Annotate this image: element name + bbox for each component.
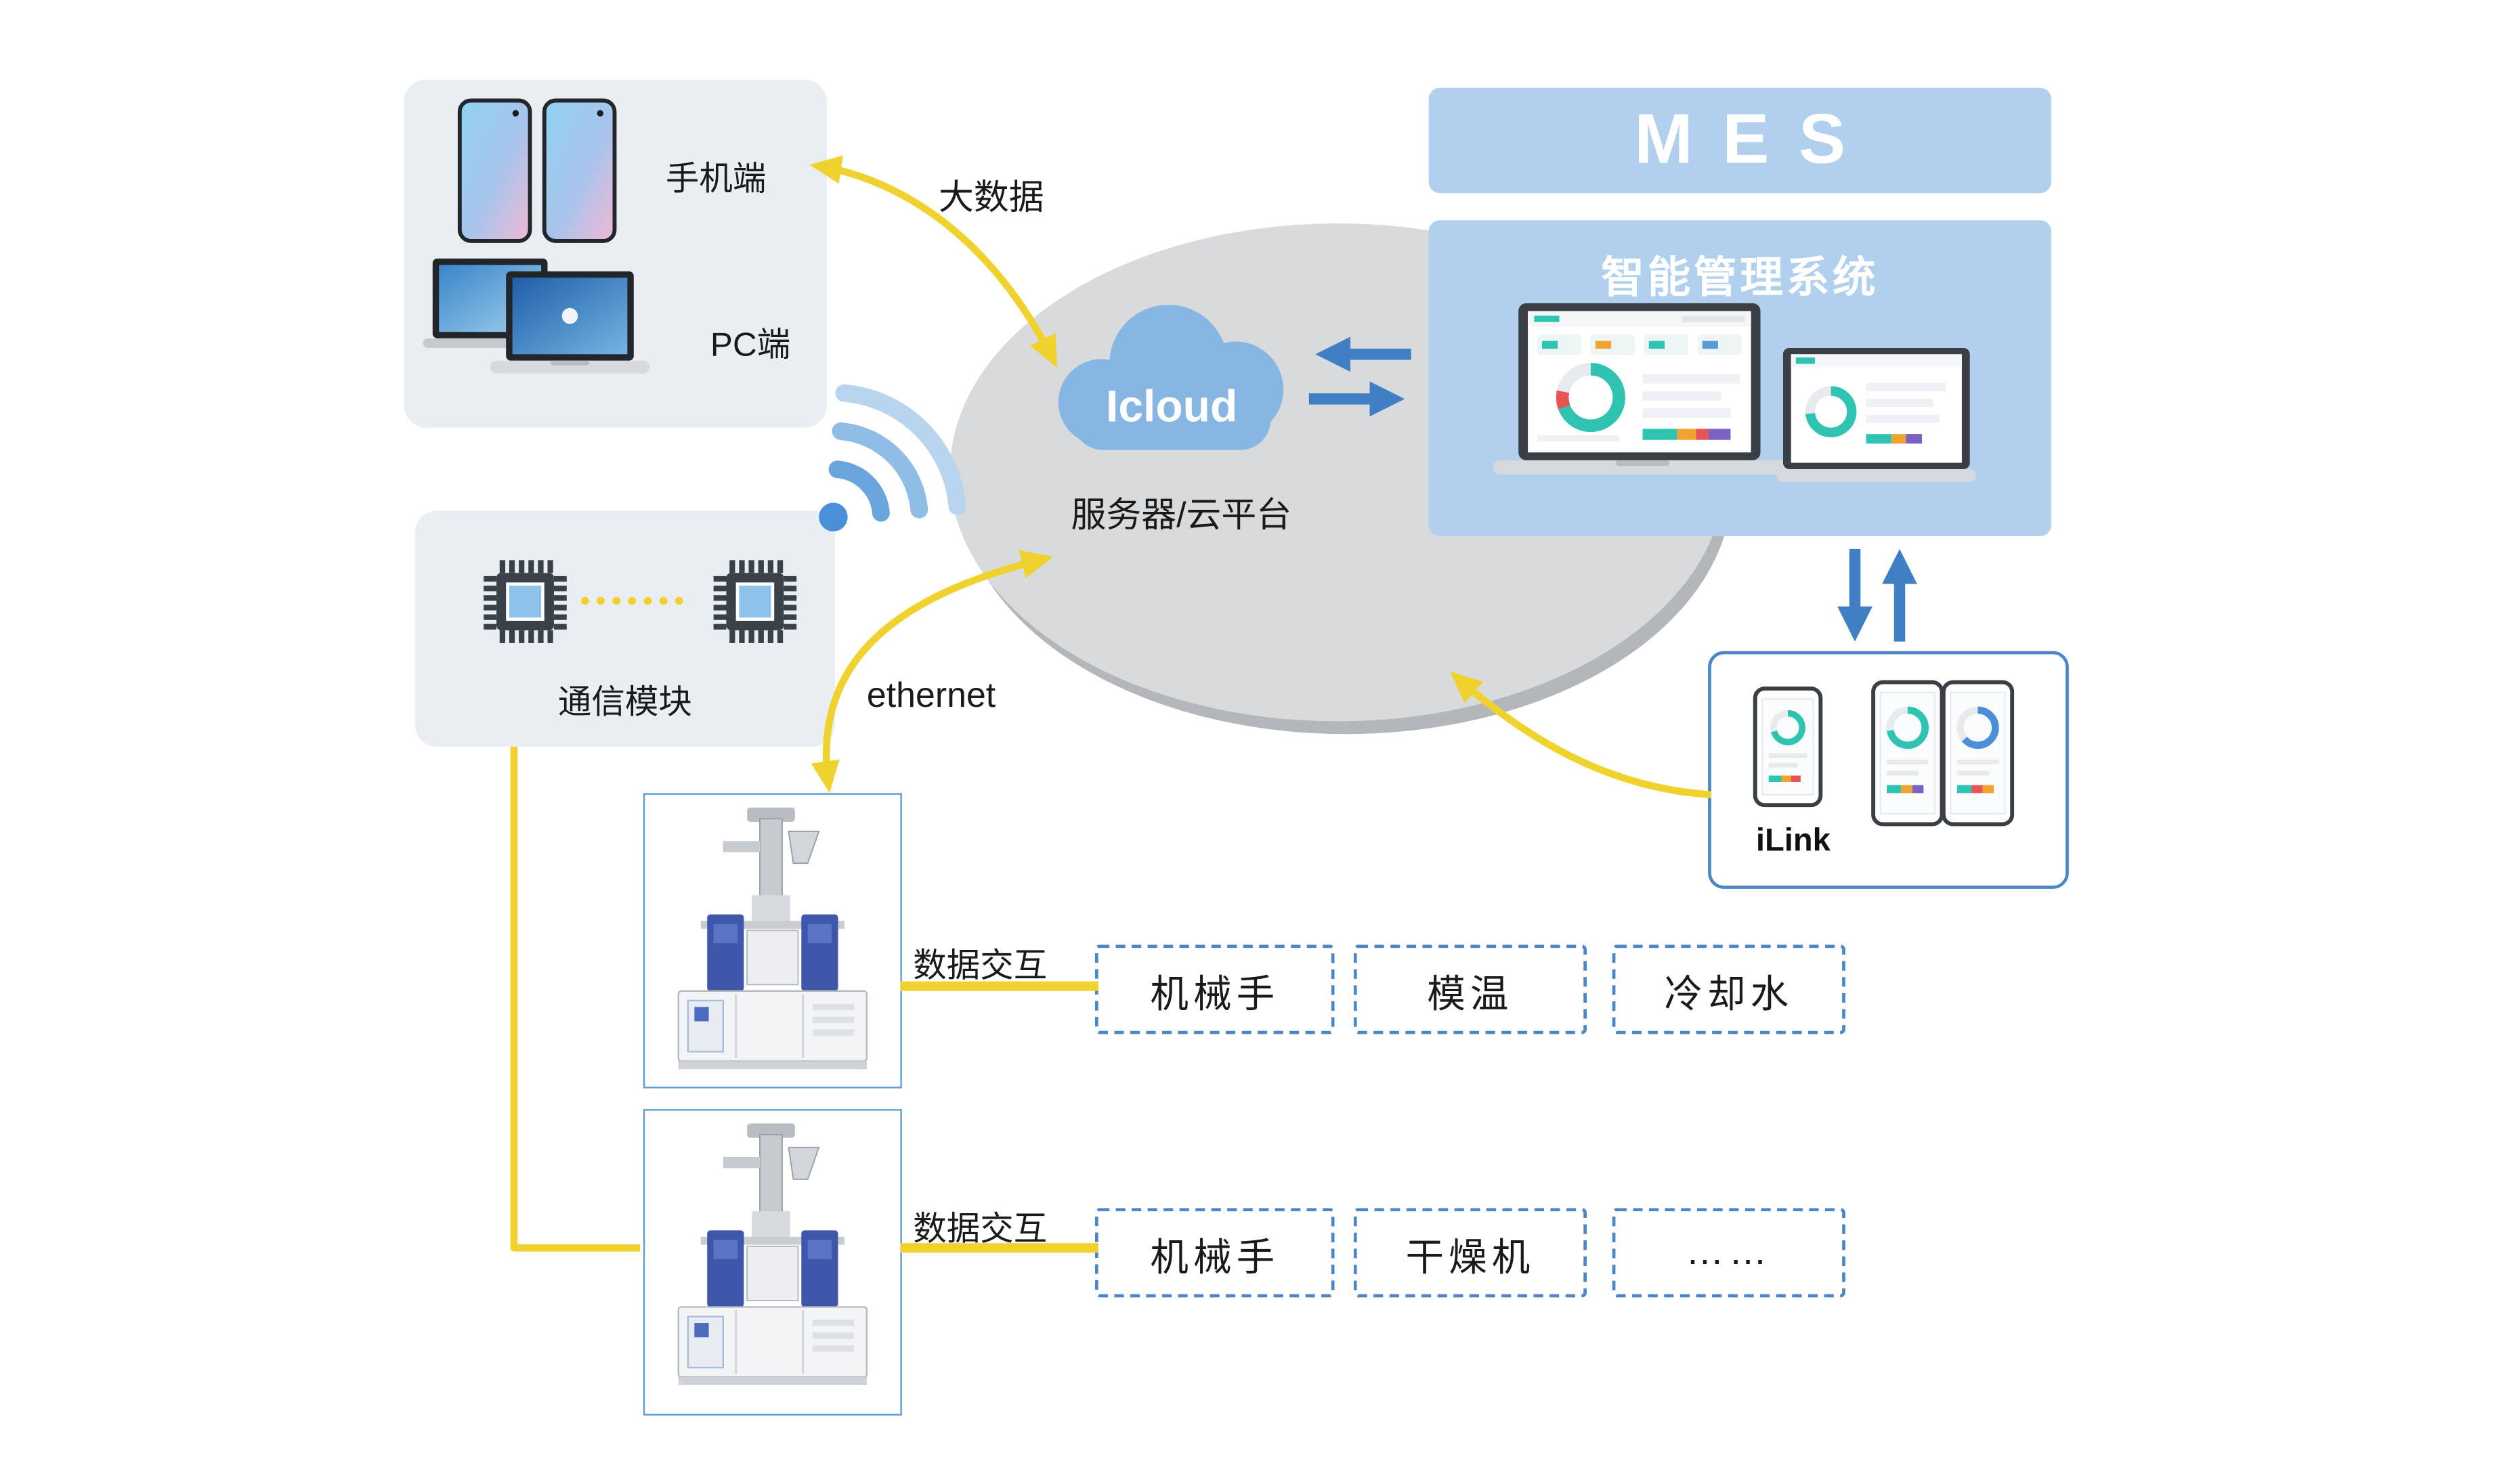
- tag-label: 干燥机: [1405, 1236, 1535, 1280]
- tag-box: ……: [1612, 1208, 1845, 1298]
- line-comm-to-machine2: [510, 747, 641, 1252]
- tag-box: 机械手: [1094, 1208, 1335, 1298]
- ilink-phone-screenshot: [1941, 680, 2015, 827]
- data-exchange-label-2: 数据交互: [913, 1211, 1048, 1248]
- comm-module-label: 通信模块: [557, 684, 692, 722]
- machine-frame-2: [643, 1109, 902, 1416]
- chip-icon: [484, 560, 567, 643]
- pc-client-label: PC端: [710, 327, 791, 364]
- comm-module-panel: 通信模块: [414, 510, 835, 747]
- ethernet-label: ethernet: [866, 675, 996, 715]
- machine-frame-1: [643, 793, 902, 1089]
- wifi-icon: [819, 384, 966, 531]
- injection-molding-machine-icon: [677, 807, 868, 1070]
- mes-monitor-screenshot: [1776, 347, 1977, 482]
- ilink-label: iLink: [1755, 823, 1831, 859]
- chip-icon: [713, 560, 797, 643]
- mes-panel: 智能管理系统: [1428, 220, 2051, 536]
- client-devices-panel: 手机端 PC端: [404, 79, 827, 428]
- chip-link-dots-icon: [580, 596, 683, 605]
- injection-molding-machine-icon: [677, 1123, 868, 1385]
- tag-box: 冷却水: [1612, 944, 1845, 1034]
- data-exchange-label-1: 数据交互: [913, 948, 1048, 985]
- mes-subtitle: 智能管理系统: [1601, 253, 1879, 302]
- tag-box: 模温: [1353, 944, 1587, 1034]
- tag-label: 模温: [1427, 972, 1514, 1016]
- mobile-client-label: 手机端: [665, 161, 767, 198]
- ilink-panel: iLink: [1708, 651, 2069, 889]
- tag-box: 机械手: [1094, 944, 1335, 1034]
- tag-label: 机械手: [1150, 972, 1280, 1016]
- mes-title: MES: [1634, 100, 1875, 179]
- smartphone-icons: [457, 98, 617, 243]
- mes-title-box: MES: [1428, 87, 2051, 194]
- platform-label: 服务器/云平台: [1071, 494, 1292, 535]
- laptop-icons: [423, 258, 650, 374]
- tag-label: 冷却水: [1664, 972, 1794, 1016]
- cloud-icon: Icloud: [1058, 305, 1284, 450]
- big-data-label: 大数据: [938, 177, 1044, 217]
- tag-box: 干燥机: [1353, 1208, 1587, 1298]
- tag-label: ……: [1686, 1230, 1772, 1273]
- ilink-phone-screenshot: [1753, 686, 1823, 808]
- cloud-name: Icloud: [1106, 380, 1237, 431]
- ilink-phone-screenshot: [1871, 680, 1944, 827]
- tag-label: 机械手: [1150, 1236, 1280, 1280]
- mes-laptop-screenshot: [1493, 303, 1792, 475]
